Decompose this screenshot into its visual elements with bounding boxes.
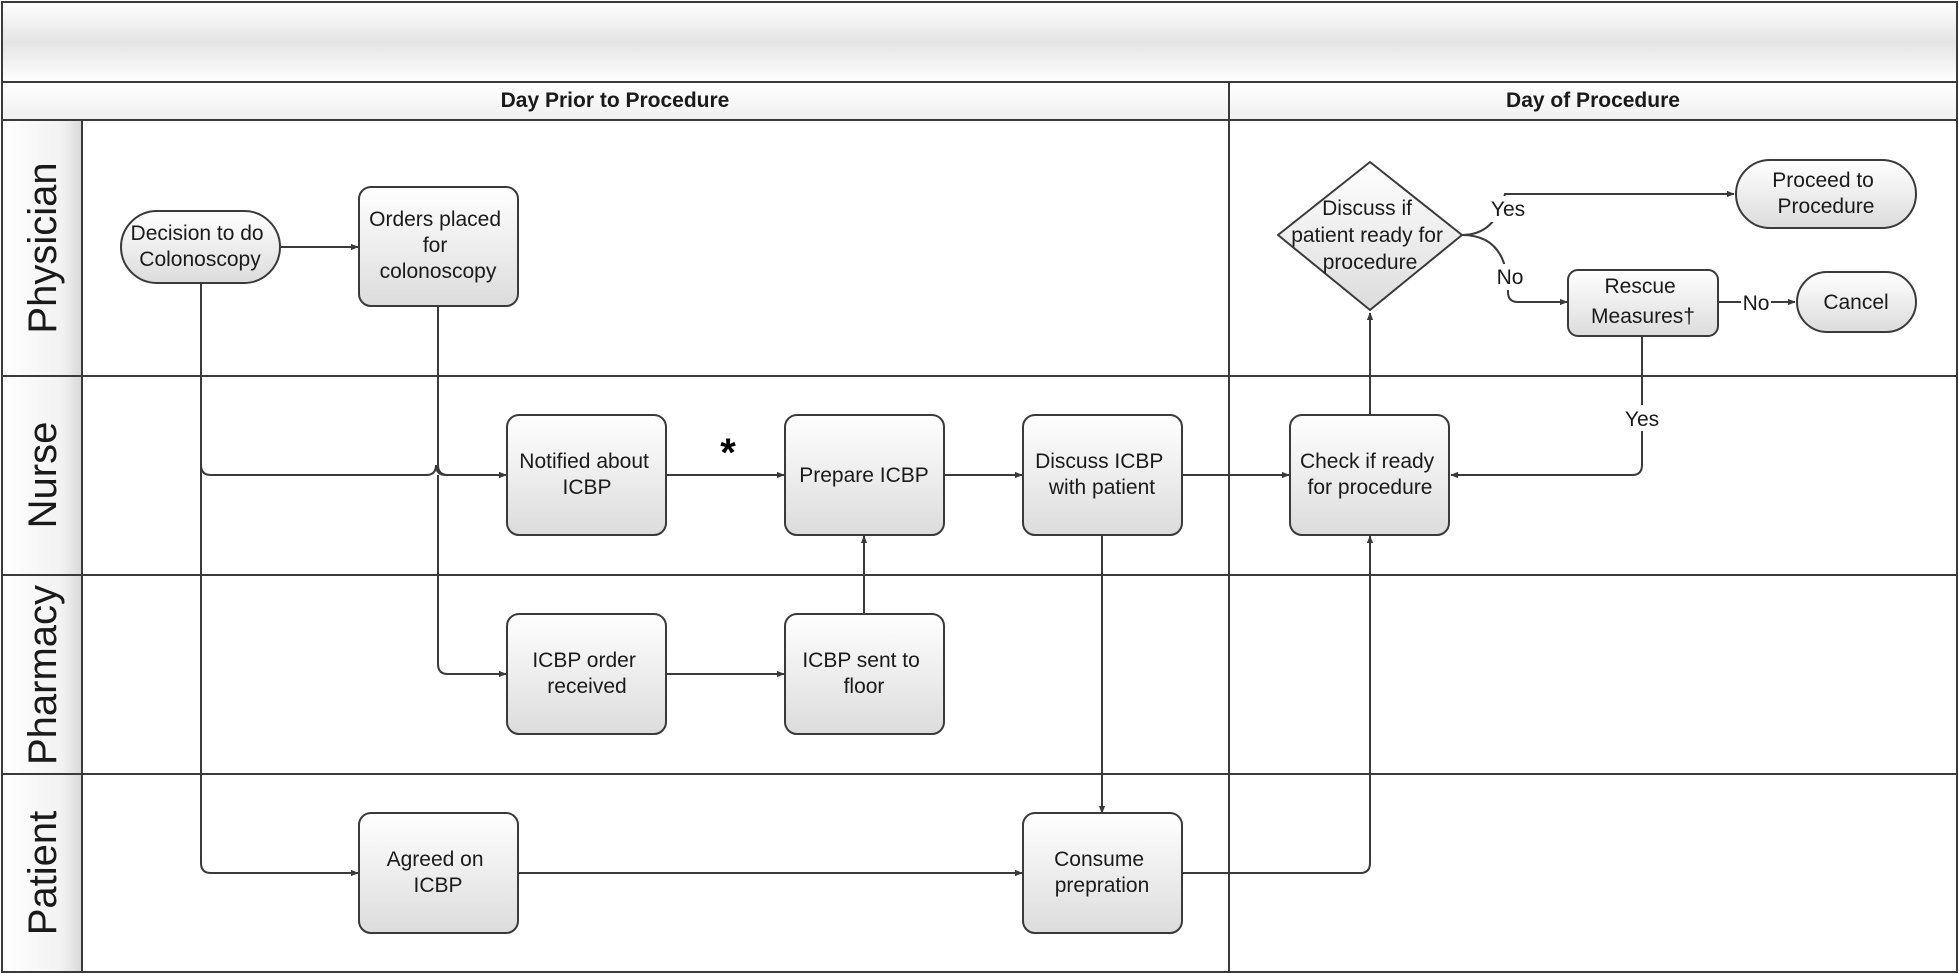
node-notified-line-2: ICBP xyxy=(562,476,611,499)
svg-text:Agreed on ICBP: Agreed on ICBP xyxy=(387,848,490,897)
lane-label-pharmacy: Pharmacy xyxy=(21,585,65,765)
phase-header-day-of: Day of Procedure xyxy=(1506,89,1680,112)
edge-label-yes-rescue: Yes xyxy=(1625,408,1659,431)
svg-text:Notified about ICBP: Notified about ICBP xyxy=(519,450,654,499)
node-cancel-line-1: Cancel xyxy=(1823,291,1888,314)
node-agreed: Agreed on ICBP xyxy=(358,812,519,934)
svg-text:Check if ready for proce: Check if ready for procedure xyxy=(1300,450,1440,499)
node-prepare-line-1: Prepare ICBP xyxy=(799,464,929,487)
svg-text:Rescue Measures†: Rescue Measures† xyxy=(1591,275,1695,328)
svg-text:Decision to do Colonosco: Decision to do Colonoscopy xyxy=(131,222,270,271)
node-order-received: ICBP order received xyxy=(506,613,667,735)
phase-header-before: Day Prior to Procedure xyxy=(501,89,730,112)
node-check-ready-line-2: for procedure xyxy=(1308,476,1433,499)
lane-label-nurse: Nurse xyxy=(21,422,65,529)
edge-label-no-cancel: No xyxy=(1743,292,1770,315)
node-rescue-line-2: Measures† xyxy=(1591,305,1695,328)
node-discuss-icbp-line-2: with patient xyxy=(1048,476,1155,499)
edge-rescue-to-check xyxy=(1450,336,1643,479)
edge-discuss-ready-to-rescue xyxy=(1461,234,1568,306)
lane-label-physician: Physician xyxy=(21,162,65,333)
node-sent-floor: ICBP sent to floor xyxy=(784,613,945,735)
node-discuss-ready-decision: Discuss if patient ready for procedure xyxy=(1277,161,1463,311)
edge-orders-to-order-received xyxy=(437,475,507,678)
svg-text:Cancel: Cancel xyxy=(1823,291,1888,314)
svg-text:Consume prepration: Consume prepration xyxy=(1054,848,1150,897)
node-notified-line-1: Notified about xyxy=(519,450,649,473)
node-check-ready: Check if ready for procedure xyxy=(1289,414,1450,536)
node-orders-line-3: colonoscopy xyxy=(380,260,497,283)
node-notified: Notified about ICBP xyxy=(506,414,667,536)
node-consume-line-2: prepration xyxy=(1055,874,1150,897)
node-order-received-line-1: ICBP order xyxy=(532,649,636,672)
svg-text:Orders placed for: Orders placed for colonoscopy xyxy=(369,208,507,283)
node-agreed-line-1: Agreed on xyxy=(387,848,484,871)
node-proceed-line-1: Proceed to xyxy=(1772,169,1874,192)
node-consume: Consume prepration xyxy=(1022,812,1183,934)
node-discuss-icbp: Discuss ICBP with patient xyxy=(1022,414,1183,536)
edge-label-no-rescue: No xyxy=(1497,266,1524,289)
node-rescue: Rescue Measures† xyxy=(1567,269,1719,337)
node-proceed: Proceed to Procedure xyxy=(1735,159,1917,229)
node-check-ready-line-1: Check if ready xyxy=(1300,450,1435,473)
node-proceed-line-2: Procedure xyxy=(1778,195,1875,218)
edge-orders-to-notified xyxy=(437,306,507,479)
node-orders-line-1: Orders placed xyxy=(369,208,501,231)
svg-text:Discuss ICBP with patien: Discuss ICBP with patient xyxy=(1035,450,1169,499)
node-cancel: Cancel xyxy=(1796,271,1917,333)
node-agreed-line-2: ICBP xyxy=(413,874,462,897)
node-sent-floor-line-2: floor xyxy=(844,675,885,698)
edge-consume-to-check xyxy=(1182,535,1374,874)
node-discuss-ready-line-3: procedure xyxy=(1323,251,1418,274)
lane-label-patient: Patient xyxy=(21,811,65,936)
node-decision: Decision to do Colonoscopy xyxy=(120,210,281,284)
node-sent-floor-line-1: ICBP sent to xyxy=(802,649,920,672)
edge-decision-to-agreed xyxy=(200,284,359,877)
node-decision-line-2: Colonoscopy xyxy=(139,248,261,271)
svg-text:Prepare ICBP: Prepare ICBP xyxy=(799,464,929,487)
node-prepare: Prepare ICBP xyxy=(784,414,945,536)
node-orders-line-2: for xyxy=(423,234,448,257)
node-order-received-line-2: received xyxy=(547,675,626,698)
edge-decision-to-notified xyxy=(200,284,507,479)
svg-text:ICBP sent to floor: ICBP sent to floor xyxy=(802,649,925,698)
node-consume-line-1: Consume xyxy=(1054,848,1144,871)
node-rescue-line-1: Rescue xyxy=(1604,275,1675,298)
node-discuss-ready-line-2: patient ready for xyxy=(1291,224,1443,247)
node-orders: Orders placed for colonoscopy xyxy=(358,186,519,307)
svg-text:Discuss if patient ready: Discuss if patient ready for procedure xyxy=(1291,197,1449,274)
svg-text:ICBP order received: ICBP order received xyxy=(532,649,641,698)
node-discuss-ready-line-1: Discuss if xyxy=(1322,197,1412,220)
asterisk-marker: * xyxy=(720,431,736,475)
svg-text:Proceed to Procedure: Proceed to Procedure xyxy=(1772,169,1879,218)
edge-label-yes-proceed: Yes xyxy=(1491,198,1525,221)
node-discuss-icbp-line-1: Discuss ICBP xyxy=(1035,450,1163,473)
node-decision-line-1: Decision to do xyxy=(131,222,264,245)
